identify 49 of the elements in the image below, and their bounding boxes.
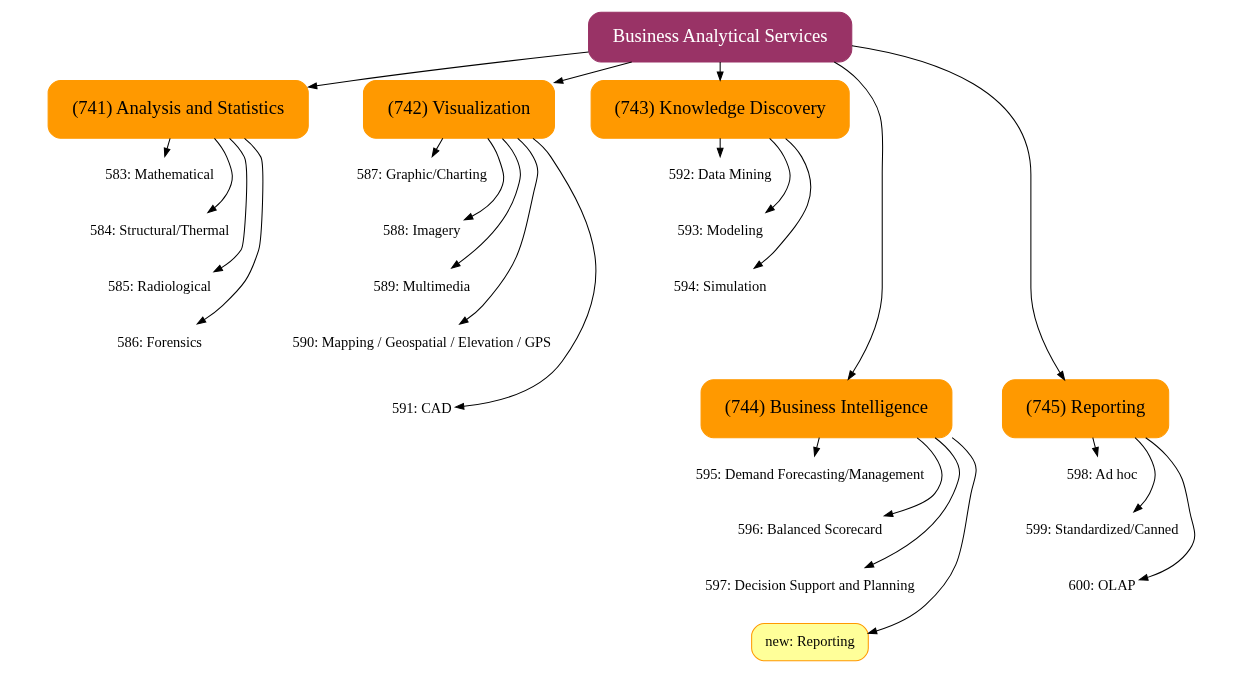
node-box: (743) Knowledge Discovery xyxy=(590,79,850,139)
node-text: 586: Forensics xyxy=(117,333,202,350)
arrow xyxy=(851,45,1066,382)
node-text: 600: OLAP xyxy=(1068,577,1136,594)
arrow xyxy=(458,137,539,325)
arrow xyxy=(866,437,977,635)
node-text: 590: Mapping / Geospatial / Elevation / GPS xyxy=(292,333,552,350)
node-box: (741) Analysis and Statistics xyxy=(47,79,309,139)
arrow xyxy=(833,61,884,381)
arrow xyxy=(882,437,943,518)
arrow xyxy=(813,437,821,458)
node-text: 596: Balanced Scorecard xyxy=(737,521,883,538)
node-box: (742) Visualization xyxy=(363,79,555,139)
node-text: 593: Modeling xyxy=(677,222,763,239)
arrow xyxy=(752,138,812,270)
node-text: 591: CAD xyxy=(391,399,452,416)
node-text: 588: Imagery xyxy=(383,222,461,239)
node-text: 597: Decision Support and Planning xyxy=(705,577,915,594)
node-text: 584: Structural/Thermal xyxy=(90,222,230,239)
node-text: 598: Ad hoc xyxy=(1066,465,1138,482)
node-box: (745) Reporting xyxy=(1001,379,1170,439)
node-text: 583: Mathematical xyxy=(105,166,214,183)
arrow xyxy=(450,138,521,269)
node-text: 599: Standardized/Canned xyxy=(1025,521,1179,538)
arrow xyxy=(206,137,233,214)
arrow xyxy=(212,137,248,273)
arrow xyxy=(431,137,444,158)
node-box: new: Reporting xyxy=(751,622,869,662)
arrow xyxy=(1132,437,1156,513)
arrow xyxy=(163,137,171,159)
node-text: 594: Simulation xyxy=(673,277,767,294)
arrow xyxy=(716,137,724,159)
arrow xyxy=(1091,437,1099,458)
arrow xyxy=(195,137,264,325)
node-text: 587: Graphic/Charting xyxy=(356,166,487,183)
node-text: 589: Multimedia xyxy=(373,277,471,294)
arrow xyxy=(552,61,633,84)
arrow xyxy=(1137,437,1196,581)
arrow xyxy=(716,61,724,82)
node-box: Business Analytical Services xyxy=(588,11,853,63)
arrow xyxy=(453,137,597,410)
arrow xyxy=(306,51,590,90)
arrow xyxy=(863,437,960,569)
node-text: 585: Radiological xyxy=(108,277,212,294)
node-text: 595: Demand Forecasting/Management xyxy=(695,465,925,482)
node-text: 592: Data Mining xyxy=(668,166,772,183)
arrow xyxy=(463,137,505,221)
node-box: (744) Business Intelligence xyxy=(700,379,953,439)
arrow xyxy=(764,137,791,214)
